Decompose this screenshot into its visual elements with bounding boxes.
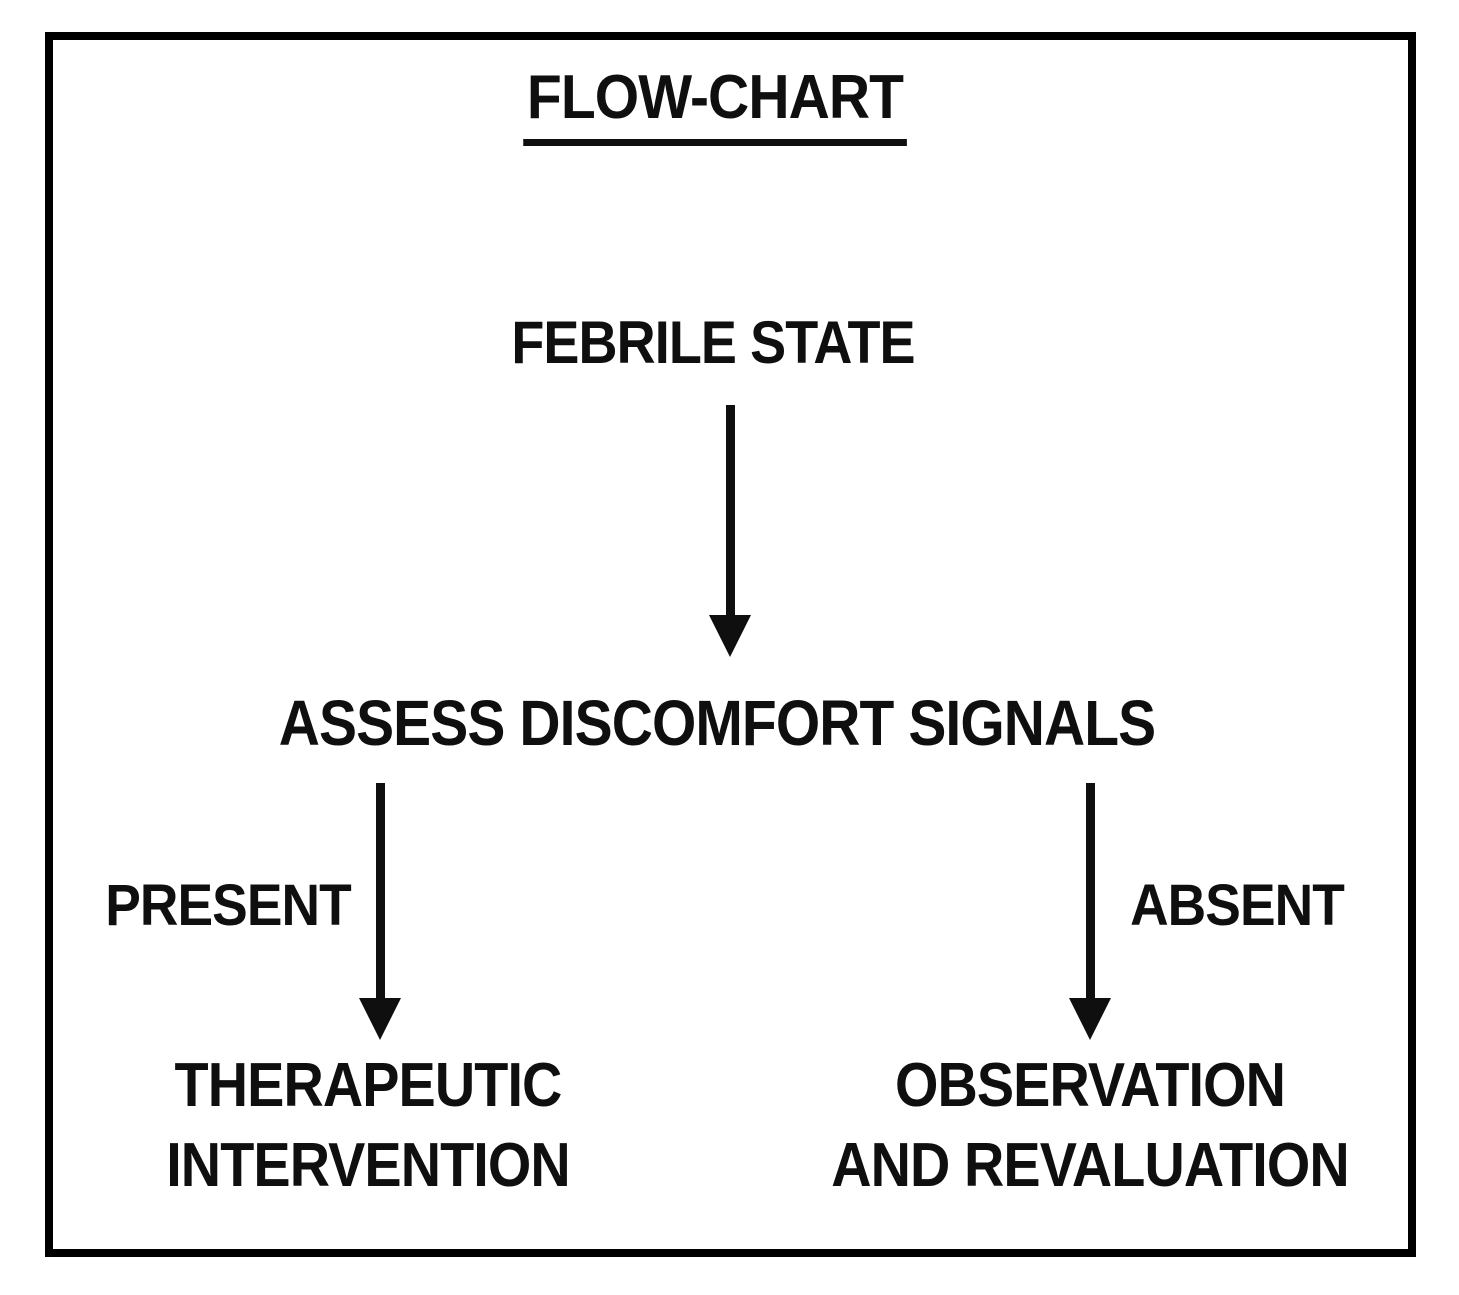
node-observation-revaluation: OBSERVATION AND REVALUATION <box>831 1046 1350 1206</box>
arrow-shaft <box>375 783 385 998</box>
arrow-shaft <box>725 405 735 615</box>
arrow-head-icon <box>709 615 751 657</box>
arrow-assess-to-observation <box>1069 783 1111 1040</box>
arrow-febrile-to-assess <box>709 405 751 657</box>
edge-label-present: PRESENT <box>105 873 352 938</box>
arrow-shaft <box>1085 783 1095 998</box>
node-observation-revaluation-line1: OBSERVATION <box>894 1051 1286 1120</box>
node-therapeutic-intervention: THERAPEUTIC INTERVENTION <box>166 1046 571 1206</box>
node-febrile-state: FEBRILE STATE <box>511 309 915 376</box>
node-assess-discomfort-signals: ASSESS DISCOMFORT SIGNALS <box>278 687 1156 759</box>
arrow-head-icon <box>359 998 401 1040</box>
diagram-title-text: FLOW-CHART <box>523 62 907 146</box>
edge-label-absent: ABSENT <box>1130 873 1345 938</box>
node-therapeutic-intervention-line2: INTERVENTION <box>166 1131 571 1200</box>
node-therapeutic-intervention-line1: THERAPEUTIC <box>174 1051 563 1120</box>
node-observation-revaluation-line2: AND REVALUATION <box>831 1131 1350 1200</box>
arrow-assess-to-therapeutic <box>359 783 401 1040</box>
diagram-title: FLOW-CHART <box>523 62 907 146</box>
arrow-head-icon <box>1069 998 1111 1040</box>
